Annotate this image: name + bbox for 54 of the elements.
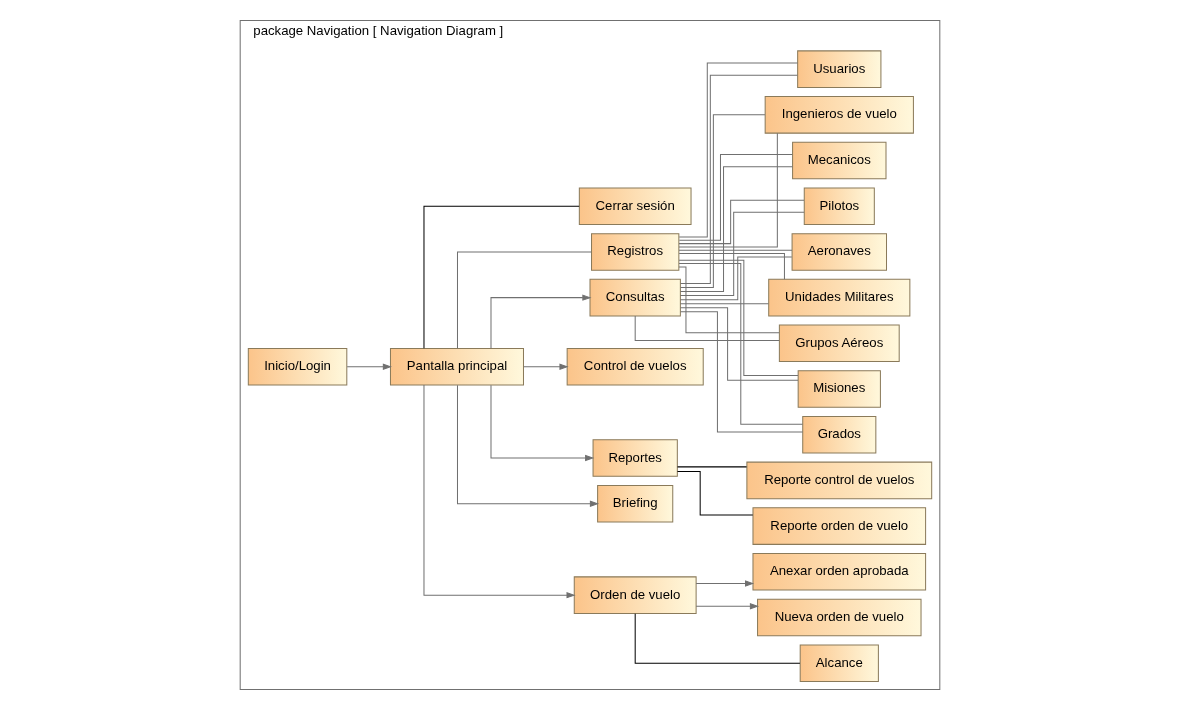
node-box: Consultas (589, 278, 681, 317)
node-box: Reporte orden de vuelo (752, 507, 927, 545)
connector (457, 251, 592, 349)
connector (676, 466, 748, 468)
node-box: Registros (591, 233, 680, 271)
connector (678, 259, 799, 376)
node-box: Control de vuelos (566, 347, 704, 386)
arrow (457, 384, 600, 507)
arrow (346, 363, 392, 370)
node-box: Orden de vuelo (573, 576, 697, 614)
arrow (490, 294, 592, 349)
connector (678, 199, 805, 245)
node-box: Reporte control de vuelos (746, 461, 933, 500)
connector (679, 256, 793, 301)
node-box: Reportes (592, 439, 678, 477)
connector (678, 253, 785, 280)
connector (678, 132, 778, 248)
connector (680, 307, 799, 381)
node-box: Grados (802, 415, 877, 454)
node-box: Aeronaves (791, 233, 887, 271)
connector (423, 205, 580, 349)
connector (678, 62, 799, 238)
node-box: Ingenieros de vuelo (764, 96, 914, 134)
arrow (423, 384, 576, 599)
node-box: Usuarios (797, 50, 882, 88)
connector (678, 153, 793, 241)
node-box: Nueva orden de vuelo (757, 598, 922, 637)
connector (678, 266, 780, 334)
connector (679, 211, 805, 297)
connector (679, 303, 769, 305)
arrow (523, 363, 569, 370)
node-box: Mecanicos (792, 141, 887, 180)
connector (678, 263, 804, 425)
node-box: Unidades Militares (768, 278, 911, 317)
connector (680, 311, 804, 433)
node-box: Pantalla principal (389, 347, 524, 386)
node-box: Pilotos (803, 187, 875, 226)
arrow (695, 580, 755, 587)
connector (680, 114, 766, 288)
arrow (490, 384, 595, 462)
node-box: Alcance (799, 644, 879, 682)
node-box: Inicio/Login (247, 347, 348, 386)
connector (678, 249, 793, 251)
connector (680, 74, 798, 284)
connector (634, 315, 780, 342)
connector (676, 471, 754, 516)
arrow (695, 603, 760, 610)
node-box: Briefing (597, 484, 674, 523)
node-box: Misiones (797, 370, 881, 408)
node-box: Anexar orden aprobada (752, 553, 927, 591)
connector (679, 166, 794, 293)
connector (634, 613, 801, 664)
node-box: Grupos Aéreos (778, 324, 900, 363)
node-box: Cerrar sesión (578, 187, 692, 226)
